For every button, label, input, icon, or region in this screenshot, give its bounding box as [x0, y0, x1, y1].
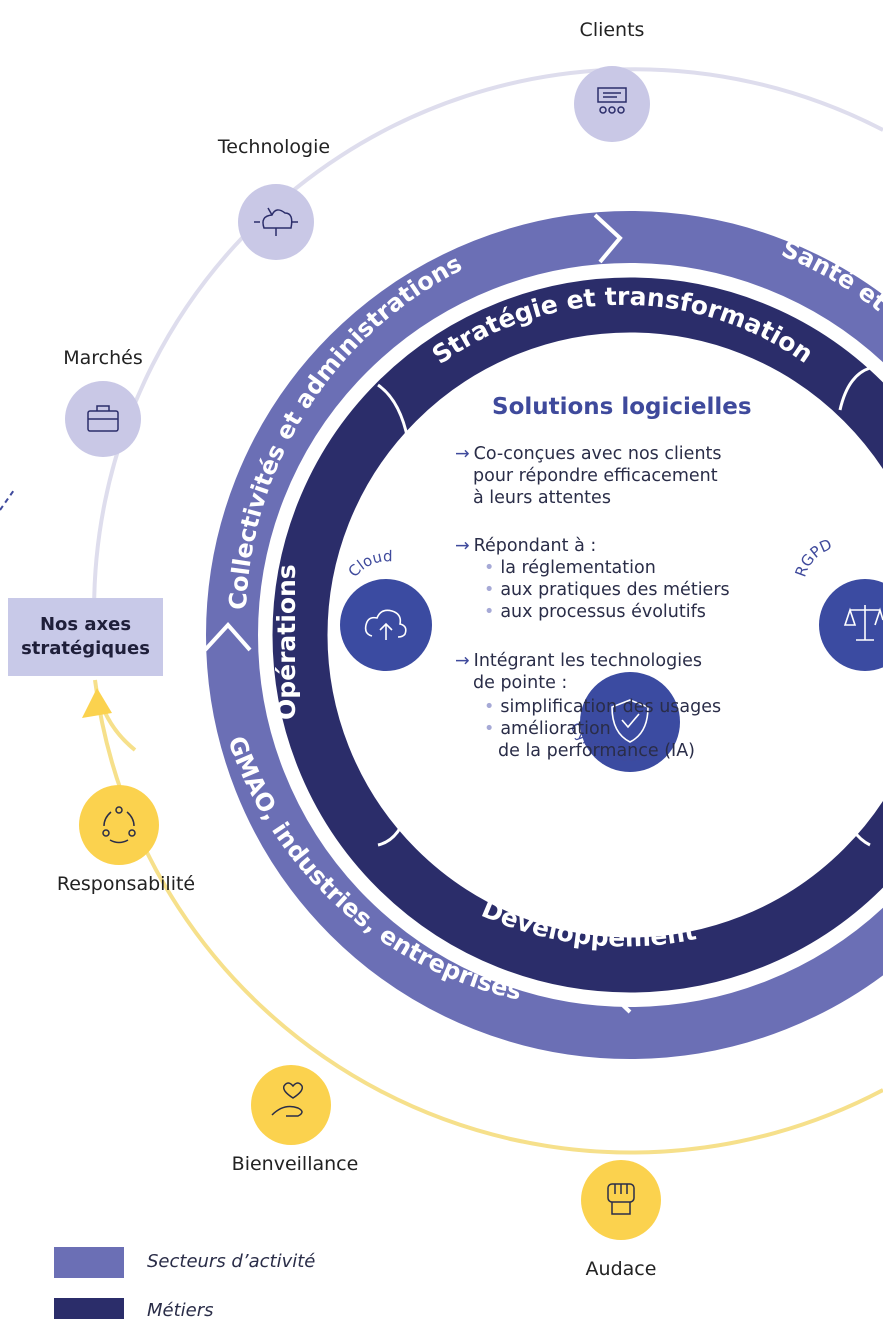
sub-item: •simplification des usages	[484, 697, 722, 717]
legend-secteurs: Secteurs d’activité	[147, 1251, 316, 1272]
center-title: Solutions logicielles	[492, 394, 752, 420]
arrow-icon: →	[455, 651, 470, 671]
fist-icon	[607, 1183, 635, 1215]
axes-box-line-2: stratégiques	[21, 638, 150, 659]
node-technologie-label: Technologie	[217, 136, 330, 158]
node-audace-label: Audace	[586, 1258, 657, 1280]
arrow-icon: →	[455, 444, 470, 464]
metier-ring	[272, 277, 883, 993]
badge-cyber	[580, 672, 680, 772]
axes-box-line-1: Nos axes	[39, 614, 132, 635]
scale-icon	[843, 605, 883, 641]
sector-ring	[206, 211, 883, 1059]
node-bienveillance-label: Bienveillance	[232, 1153, 359, 1175]
cloud-upload-icon	[364, 609, 407, 640]
metier-separator-tr	[838, 366, 871, 411]
badge-rgpd	[819, 579, 883, 671]
node-technologie	[238, 184, 314, 260]
axes-box: Nos axes stratégiques	[8, 598, 163, 676]
center-disc	[328, 333, 883, 937]
sector-chevron-top	[593, 213, 623, 264]
badge-cloud	[340, 579, 432, 671]
node-bienveillance	[251, 1065, 331, 1145]
sub-item: •aux pratiques des métiers	[484, 580, 730, 600]
heart-hand-icon	[271, 1082, 304, 1117]
node-marches-label: Marchés	[63, 347, 143, 369]
cycle-icon	[102, 806, 136, 844]
metier-operations-label: Opérations	[272, 564, 301, 720]
bullet-2: →Répondant à :	[455, 536, 597, 556]
sub-item-continuation: de la performance (IA)	[498, 741, 696, 761]
briefcase-icon	[87, 405, 119, 432]
bullet-1-line-2: pour répondre efficacement	[473, 466, 718, 486]
node-clients-label: Clients	[580, 19, 645, 41]
sector-chevron-left	[203, 622, 252, 652]
bullet-1-line-3: à leurs attentes	[473, 488, 611, 508]
bullet-3: →Intégrant les technologies	[455, 651, 702, 671]
presentation-icon	[597, 87, 627, 114]
arrow-icon: →	[455, 536, 470, 556]
node-clients	[574, 66, 650, 142]
node-responsabilite	[79, 785, 159, 865]
node-responsabilite-label: Responsabilité	[57, 873, 195, 895]
node-marches	[65, 381, 141, 457]
legend-swatch-metiers	[54, 1298, 124, 1319]
bullet-1: →Co-conçues avec nos clients	[455, 444, 722, 464]
sub-item: •aux processus évolutifs	[484, 602, 706, 622]
dashed-fragment	[0, 489, 15, 511]
cloud-network-icon	[254, 207, 298, 236]
sub-item: •la réglementation	[484, 558, 656, 578]
legend-swatch-secteurs	[54, 1247, 124, 1278]
legend-metiers: Métiers	[147, 1300, 214, 1321]
outer-ring-lavender	[92, 67, 883, 641]
shield-check-icon	[611, 699, 649, 743]
node-audace	[581, 1160, 661, 1240]
arrow-head	[82, 688, 112, 718]
bullet-3-line-2: de pointe :	[473, 673, 568, 693]
sub-item: •amélioration	[484, 719, 611, 739]
